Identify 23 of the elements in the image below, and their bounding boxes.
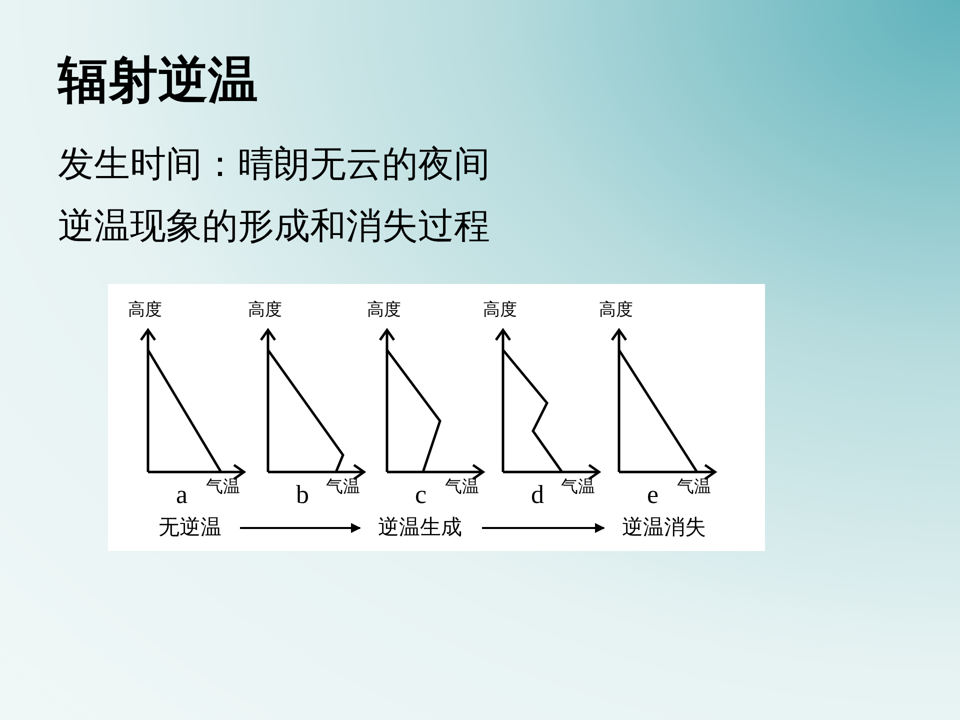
panel-letter: e <box>647 480 659 510</box>
axis-label: 气温 <box>206 477 240 497</box>
axis-label: 气温 <box>677 477 711 497</box>
panel-letter: b <box>296 480 309 510</box>
stage-label: 逆温消失 <box>606 513 722 543</box>
slide-title: 辐射逆温 <box>58 51 258 110</box>
axis-label: 高度 <box>248 300 282 320</box>
panel-letter: a <box>176 480 188 510</box>
arrow <box>240 523 361 533</box>
axis-label: 高度 <box>128 300 162 320</box>
stage-label: 无逆温 <box>144 513 236 543</box>
axis-label: 气温 <box>445 477 479 497</box>
panel-letter: d <box>531 480 544 510</box>
axis-label: 高度 <box>483 300 517 320</box>
axis-label: 气温 <box>326 477 360 497</box>
stage-label: 逆温生成 <box>362 513 478 543</box>
axis-label: 气温 <box>561 477 595 497</box>
arrow <box>482 523 605 533</box>
axis-label: 高度 <box>367 300 401 320</box>
axis-label: 高度 <box>599 300 633 320</box>
body-text: 发生时间：晴朗无云的夜间 <box>58 142 490 186</box>
body-text: 逆温现象的形成和消失过程 <box>58 204 490 248</box>
panel-letter: c <box>415 480 427 510</box>
